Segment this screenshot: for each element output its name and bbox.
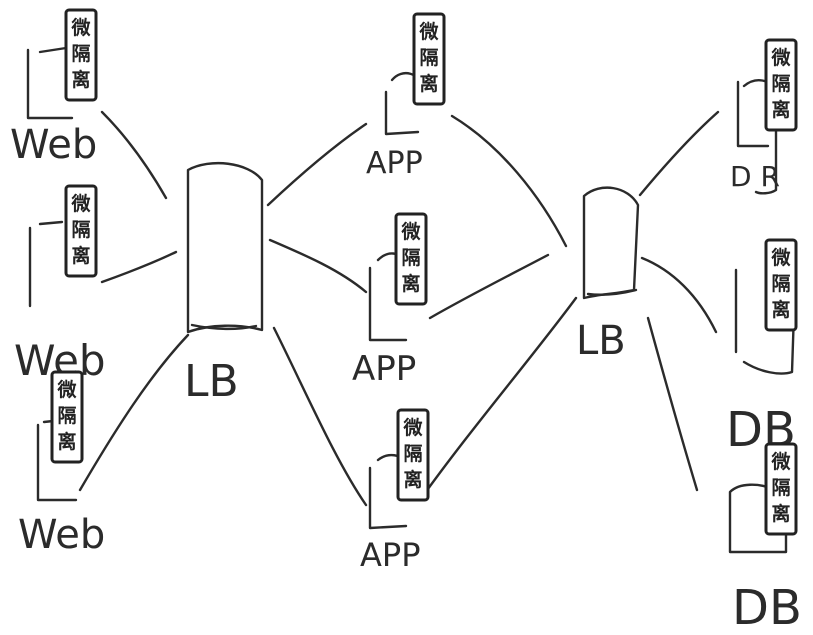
micro-isolation-badge: 微隔离: [64, 184, 98, 278]
micro-isolation-badge: 微隔离: [764, 442, 798, 536]
badge-character: 隔: [71, 43, 90, 65]
badge-character: 隔: [57, 405, 76, 427]
lb-label: LB: [184, 356, 239, 407]
badge-frame: [50, 370, 84, 464]
badge-character: 离: [71, 68, 90, 91]
badge-character: 离: [403, 468, 422, 491]
badge-character: 隔: [401, 247, 420, 269]
badge-character: 微: [770, 450, 791, 473]
db-label: D R: [730, 160, 780, 193]
badge-character: 离: [771, 502, 790, 525]
app-server-2: APP: [352, 252, 416, 389]
link-lb1-app1: [266, 122, 368, 207]
badge-frame: [396, 408, 430, 502]
badge-frame: [764, 238, 798, 332]
badge-frame: [764, 442, 798, 536]
badge-frame: [764, 38, 798, 132]
micro-isolation-badge: 微隔离: [64, 8, 98, 102]
link-app1-lb2: [450, 114, 568, 248]
badge-character: 离: [419, 72, 438, 95]
db-label: DB: [732, 580, 802, 635]
badge-character: 微: [770, 246, 791, 269]
badge-character: 隔: [419, 47, 438, 69]
badge-character: 离: [771, 98, 790, 121]
link-web1-lb1: [100, 110, 168, 200]
link-lb1-app3: [272, 326, 368, 507]
micro-isolation-badge: 微隔离: [50, 370, 84, 464]
web-label: Web: [10, 122, 97, 168]
badge-character: 微: [402, 416, 423, 439]
badge-character: 隔: [771, 73, 790, 95]
badge-character: 微: [56, 378, 77, 401]
badge-character: 微: [418, 20, 439, 43]
db-server-1: D R: [730, 79, 780, 195]
link-lb2-db1: [638, 110, 720, 197]
badge-character: 微: [400, 220, 421, 243]
micro-isolation-badge: 微隔离: [412, 12, 446, 106]
micro-isolation-badge: 微隔离: [394, 212, 428, 306]
micro-isolation-badge: 微隔离: [764, 38, 798, 132]
badge-character: 离: [401, 272, 420, 295]
link-web3-lb1: [78, 333, 190, 492]
badge-frame: [394, 212, 428, 306]
micro-isolation-badge: 微隔离: [764, 238, 798, 332]
micro-isolation-badge: 微隔离: [396, 408, 430, 502]
badge-character: 离: [771, 298, 790, 321]
badge-frame: [412, 12, 446, 106]
badge-character: 隔: [71, 219, 90, 241]
web-server-3: Web: [18, 418, 105, 558]
web-label: Web: [18, 512, 105, 558]
db-server-3: DB: [728, 483, 802, 635]
load-balancer-2: LB: [576, 186, 640, 364]
connections: [78, 110, 720, 507]
badge-character: 隔: [771, 477, 790, 499]
badge-character: 离: [57, 430, 76, 453]
badge-frame: [64, 8, 98, 102]
app-label: APP: [366, 146, 423, 181]
badge-character: 离: [71, 244, 90, 267]
app-label: APP: [360, 536, 420, 574]
link-web2-lb1: [100, 250, 178, 284]
badge-frame: [64, 184, 98, 278]
link-app3-lb2: [418, 296, 578, 502]
link-lb2-db3: [646, 316, 699, 492]
badge-character: 隔: [771, 273, 790, 295]
load-balancer-1: LB: [184, 161, 264, 407]
link-app2-lb2: [428, 253, 550, 320]
web-server-1: Web: [10, 46, 97, 168]
badge-character: 微: [70, 16, 91, 39]
badge-character: 微: [70, 192, 91, 215]
link-lb1-app2: [268, 238, 368, 294]
badge-character: 隔: [403, 443, 422, 465]
app-label: APP: [352, 349, 416, 389]
link-lb2-db2: [640, 256, 718, 334]
badge-character: 微: [770, 46, 791, 69]
lb-label: LB: [576, 318, 626, 364]
